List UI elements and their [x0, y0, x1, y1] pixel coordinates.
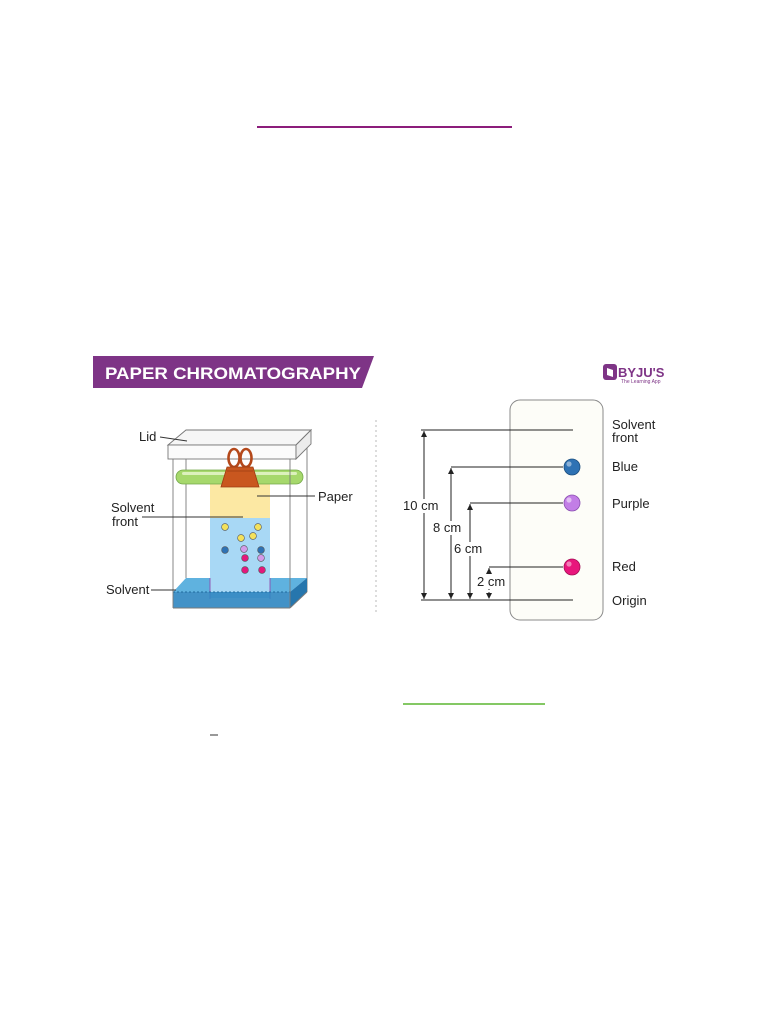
- logo-glyph-icon: [607, 368, 613, 377]
- distance-label-bg: [401, 499, 440, 513]
- spot-magenta: [241, 566, 249, 574]
- solvent-front-distance-label: 10 cm: [403, 498, 438, 513]
- blue-distance-label: 8 cm: [433, 520, 461, 535]
- tank-bottom-side-edge: [289, 591, 308, 609]
- solvent-label: Solvent: [106, 582, 150, 597]
- red-spot: [563, 558, 581, 576]
- purple-label: Purple: [612, 496, 650, 511]
- chromatography-apparatus: Lid Paper Solvent front Solvent: [106, 428, 353, 609]
- solvent-front-face: [173, 592, 290, 608]
- title-banner: [93, 356, 374, 388]
- blue-spot-highlight: [566, 461, 572, 467]
- brand-logo: BYJU'S The Learning App: [603, 364, 665, 385]
- purple-spot-highlight: [566, 497, 572, 503]
- lid-side-face: [295, 428, 312, 461]
- spot-blue: [221, 546, 229, 554]
- solvent-front-label-line1: Solvent: [111, 500, 155, 515]
- figure-title: PAPER CHROMATOGRAPHY: [105, 364, 362, 383]
- strip-solvent-front-label-line1: Solvent: [612, 417, 656, 432]
- distance-label-bg: [431, 521, 463, 535]
- brand-name: BYJU'S: [618, 365, 665, 380]
- solvent-side-face: [290, 578, 307, 608]
- spot-lilac: [240, 545, 248, 553]
- distance-label-bg: [475, 575, 506, 589]
- blue-spot: [563, 458, 581, 476]
- spot-blue: [257, 546, 265, 554]
- binder-clip: [220, 447, 260, 488]
- strip-solvent-front-label-line2: front: [612, 430, 638, 445]
- spot-yellow: [249, 532, 257, 540]
- lid-label: Lid: [139, 429, 156, 444]
- spot-yellow: [221, 523, 229, 531]
- paper-label: Paper: [318, 489, 353, 504]
- brand-tagline: The Learning App: [621, 379, 661, 385]
- lid-front-face: [167, 444, 297, 460]
- spot-lilac: [257, 554, 265, 562]
- origin-label: Origin: [612, 593, 647, 608]
- red-spot-highlight: [566, 561, 572, 567]
- tank-lid: [166, 428, 313, 461]
- solvent-front-label-line2: front: [112, 514, 138, 529]
- spot-magenta: [241, 554, 249, 562]
- distance-label-bg: [453, 542, 484, 556]
- purple-spot: [563, 494, 581, 512]
- red-distance-label: 2 cm: [477, 574, 505, 589]
- lid-leader-line: [159, 436, 188, 442]
- red-label: Red: [612, 559, 636, 574]
- chromatogram-strip: 10 cm 8 cm 6 cm 2 cm Solvent front Blue …: [401, 399, 656, 621]
- paper-spots: [221, 523, 266, 574]
- spot-magenta: [258, 566, 266, 574]
- lid-top-face: [166, 429, 313, 446]
- figure-header: PAPER CHROMATOGRAPHY BYJU'S The Learning…: [93, 356, 665, 388]
- paper-strip: [509, 399, 604, 621]
- clip-body: [220, 466, 260, 488]
- purple-distance-label: 6 cm: [454, 541, 482, 556]
- spot-yellow: [254, 523, 262, 531]
- spot-yellow: [237, 534, 245, 542]
- blue-label: Blue: [612, 459, 638, 474]
